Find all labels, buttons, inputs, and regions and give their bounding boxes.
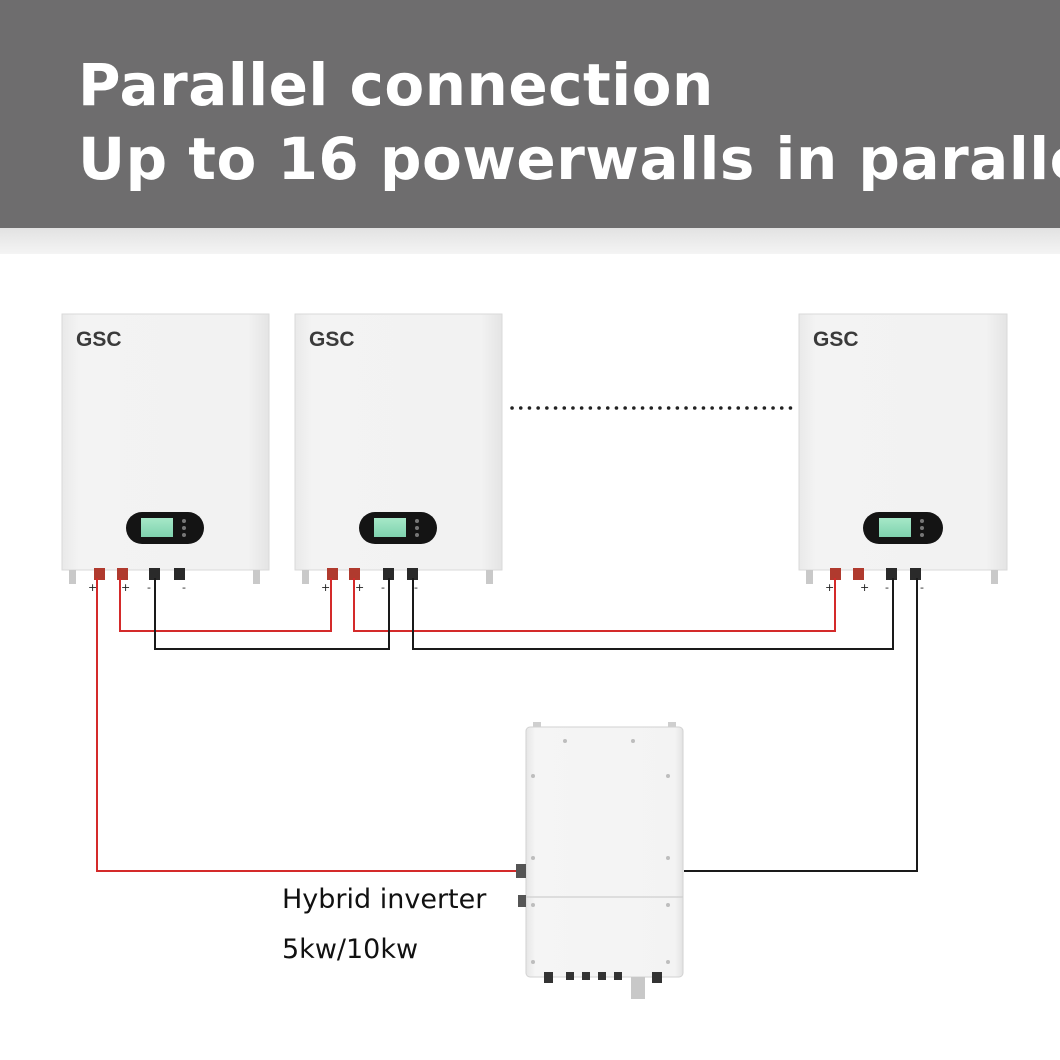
svg-text:+: + [355, 581, 364, 594]
inverter-bottom-ports [544, 972, 662, 983]
positive-wires [96, 578, 836, 872]
hybrid-inverter [516, 722, 684, 999]
svg-text:+: + [88, 581, 97, 594]
brand-logo: GSC [813, 328, 859, 351]
brand-logo: GSC [309, 328, 355, 351]
svg-text:-: - [414, 581, 418, 594]
terminal-connector-icon [94, 568, 105, 580]
page-subtitle: Up to 16 powerwalls in parallel [78, 125, 1060, 193]
svg-text:-: - [381, 581, 385, 594]
inverter-rating: 5kw/10kw [282, 934, 419, 965]
terminal-labels: + + - - + + - - + + - - [88, 581, 924, 594]
svg-text:-: - [147, 581, 151, 594]
svg-text:+: + [860, 581, 869, 594]
svg-text:-: - [182, 581, 186, 594]
battery-unit-1: GSC [61, 313, 270, 584]
banner-divider [0, 228, 1060, 254]
svg-text:+: + [321, 581, 330, 594]
battery-unit-3: GSC [798, 313, 1008, 584]
svg-text:+: + [825, 581, 834, 594]
brand-logo: GSC [76, 328, 122, 351]
page-title: Parallel connection [78, 51, 714, 119]
svg-text:-: - [885, 581, 889, 594]
svg-text:-: - [920, 581, 924, 594]
inverter-label: Hybrid inverter [282, 884, 487, 915]
negative-wires [154, 578, 918, 872]
header-banner [0, 0, 1060, 228]
svg-text:+: + [121, 581, 130, 594]
battery-unit-2: GSC [294, 313, 503, 584]
